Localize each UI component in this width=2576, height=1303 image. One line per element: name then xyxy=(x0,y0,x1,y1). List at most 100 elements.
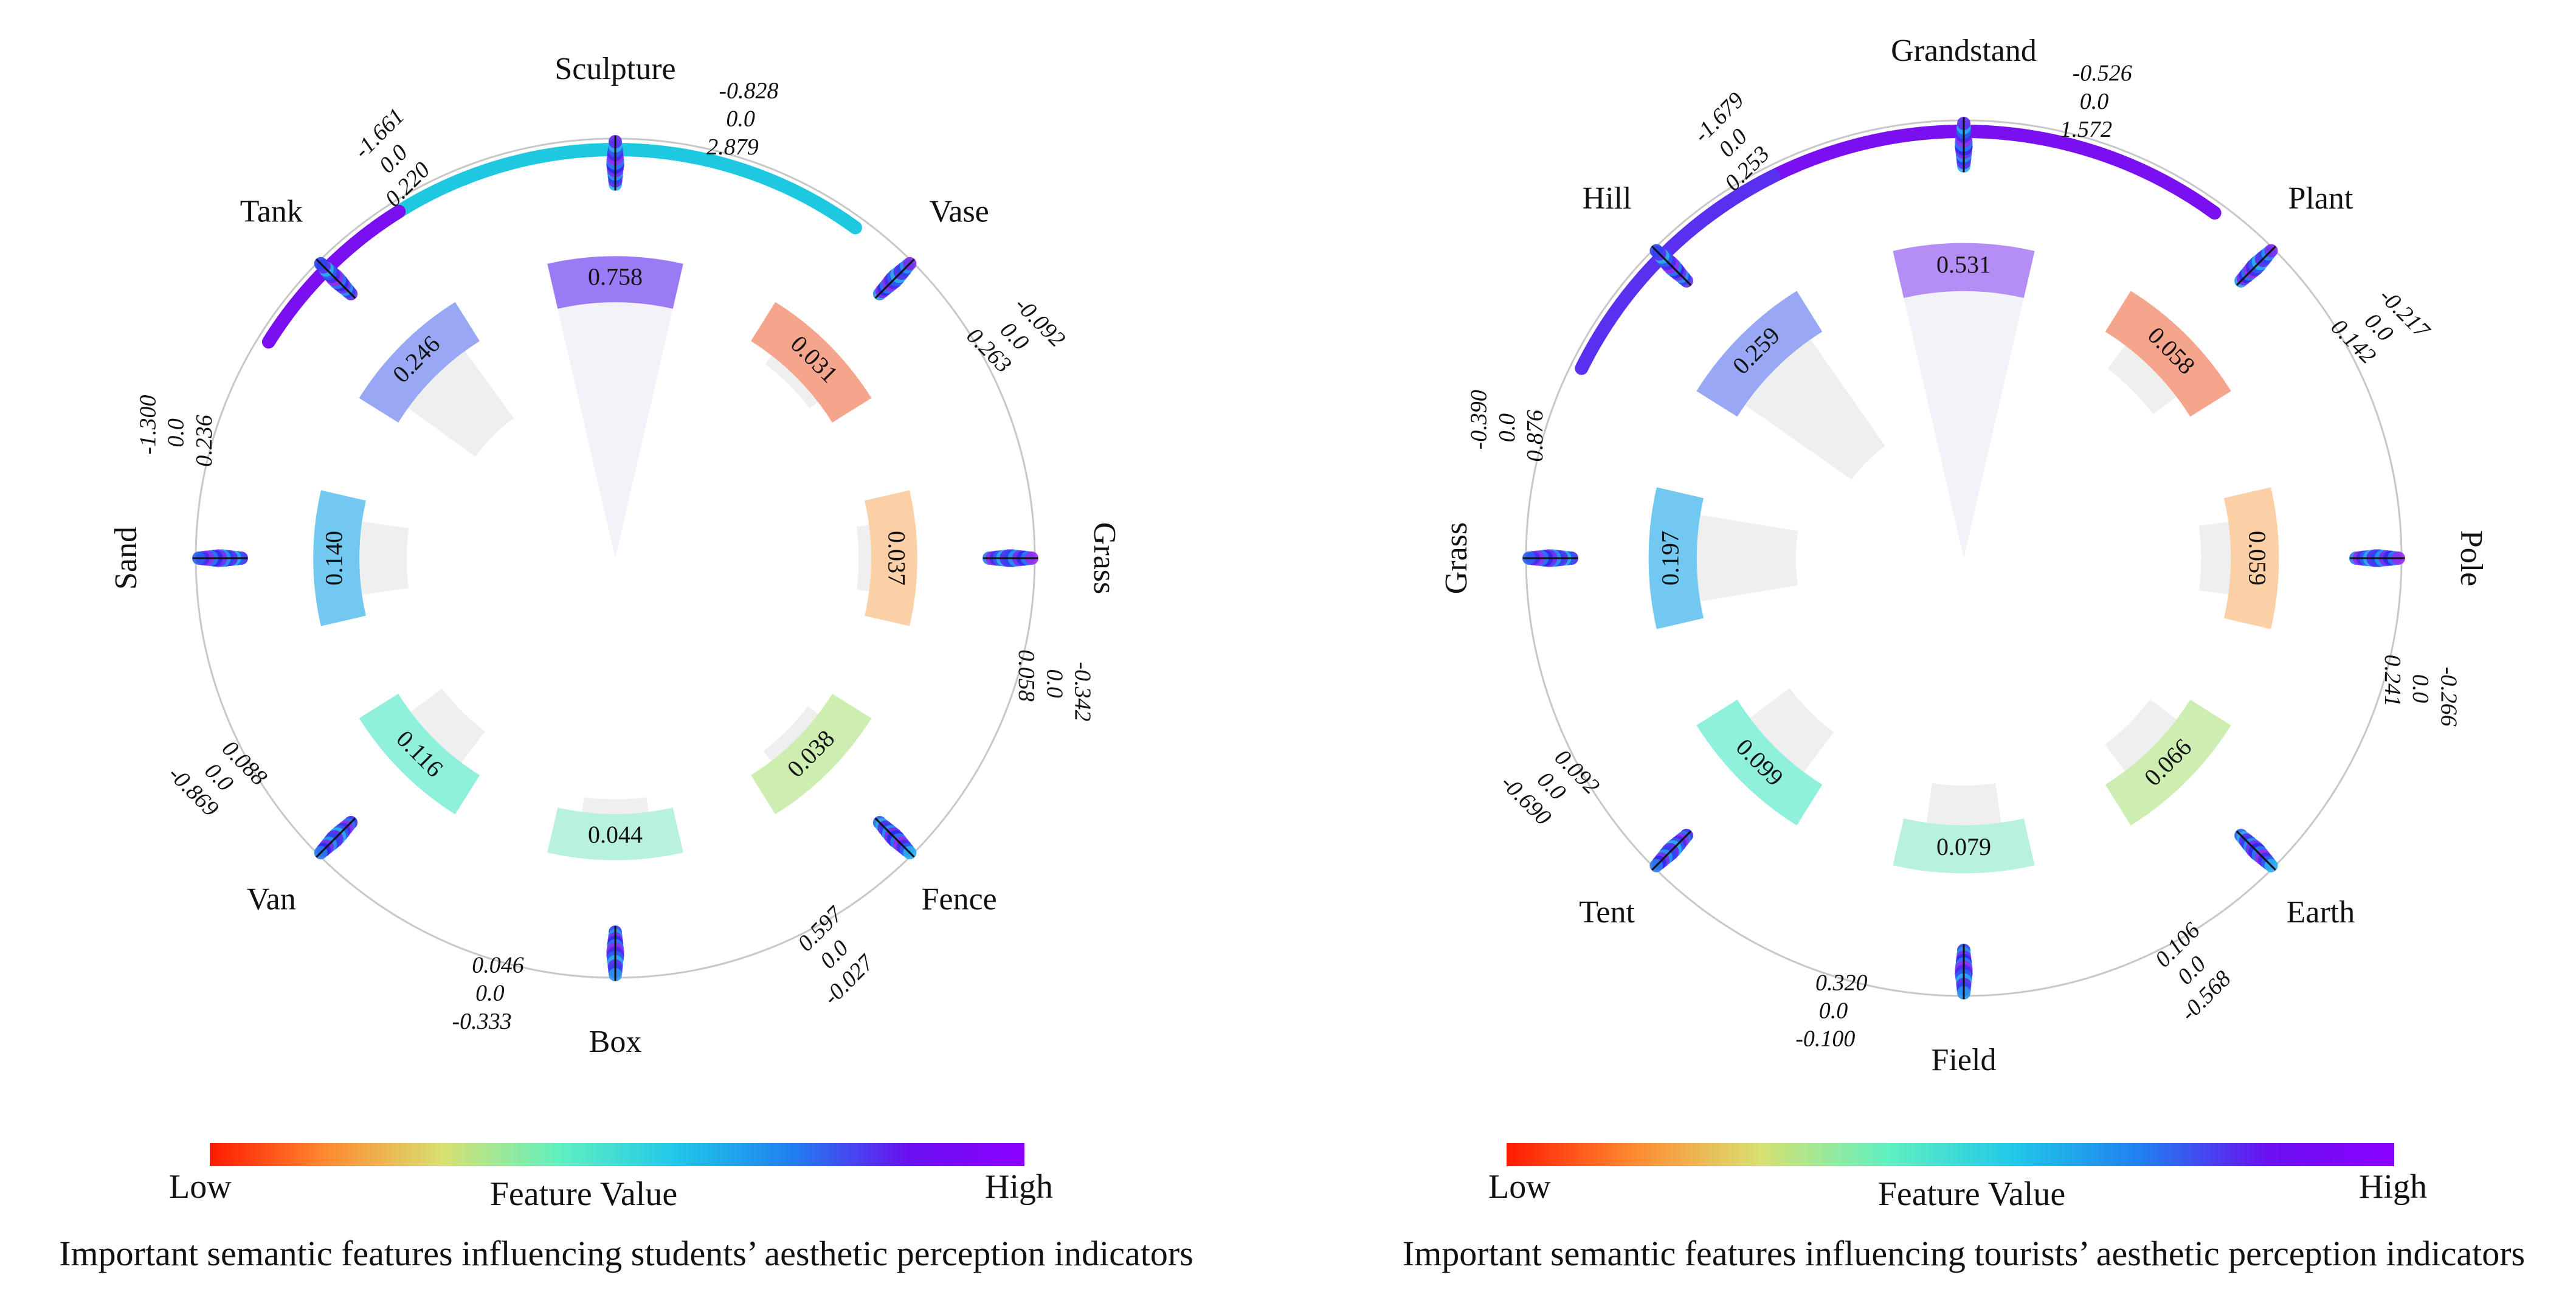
importance-bar-left-vase xyxy=(751,302,872,423)
importance-fan-right-grass xyxy=(1696,514,1798,602)
feature-name-left-vase: Vase xyxy=(930,194,989,229)
shap-min-label-right-grass: -0.390 xyxy=(1466,390,1492,449)
feature-name-left-sand: Sand xyxy=(109,527,143,590)
colorbar-title-right: Feature Value xyxy=(1877,1175,2066,1213)
importance-label-right-pole: 0.059 xyxy=(2244,531,2271,586)
shap-axis-right-hill xyxy=(1651,246,1692,286)
shap-max-label-left-grass: 0.058 xyxy=(1013,649,1039,702)
importance-label-right-grass: 0.197 xyxy=(1656,531,1683,586)
importance-bar-right-pole xyxy=(2223,487,2279,629)
importance-bar-left-tank xyxy=(359,302,480,423)
feature-name-right-earth: Earth xyxy=(2287,895,2355,930)
shap-max-label-right-field: 0.320 xyxy=(1815,970,1868,995)
importance-bar-right-plant xyxy=(2105,291,2231,417)
importance-fan-right-tent xyxy=(1750,688,1834,772)
shap-max-label-right-pole: 0.241 xyxy=(2380,654,2405,707)
importance-bar-right-earth xyxy=(2105,699,2231,826)
shap-zero-label-left-sand: 0.0 xyxy=(164,418,189,448)
importance-label-left-box: 0.044 xyxy=(588,821,643,848)
shap-max-label-left-sculpture: 2.879 xyxy=(706,134,759,160)
importance-bar-left-sand xyxy=(313,490,366,626)
colorbar-low-label-right: Low xyxy=(1488,1168,1551,1206)
importance-label-left-sculpture: 0.758 xyxy=(588,263,643,290)
importance-fan-left-sand xyxy=(359,521,409,595)
importance-bar-right-tent xyxy=(1696,699,1823,826)
importance-fan-left-tank xyxy=(408,351,514,457)
colorbar-low-label-left: Low xyxy=(169,1168,232,1206)
feature-name-right-pole: Pole xyxy=(2454,530,2488,586)
feature-name-left-fence: Fence xyxy=(922,882,997,917)
colorbar-high-label-right: High xyxy=(2359,1168,2427,1206)
importance-fan-right-earth xyxy=(2105,699,2177,772)
feature-name-right-grass: Grass xyxy=(1439,522,1474,594)
colorbar-left xyxy=(210,1143,1024,1166)
shap-zero-label-left-box: 0.0 xyxy=(475,981,505,1006)
caption-left: Important semantic features influencing … xyxy=(59,1234,1193,1273)
shap-zero-label-right-grass: 0.0 xyxy=(1494,413,1520,443)
importance-bar-right-hill xyxy=(1696,291,1823,417)
feature-name-left-box: Box xyxy=(589,1025,642,1059)
shap-axis-left-fence xyxy=(874,817,915,858)
colorbar-right xyxy=(1507,1143,2394,1166)
shap-axis-left-vase xyxy=(874,258,915,299)
shap-min-label-right-field: -0.100 xyxy=(1795,1026,1855,1052)
feature-name-right-hill: Hill xyxy=(1583,181,1632,216)
shap-max-label-right-grass: 0.876 xyxy=(1522,410,1548,462)
shap-zero-label-left-grass: 0.0 xyxy=(1041,669,1067,698)
shap-max-label-right-grandstand: 1.572 xyxy=(2060,117,2112,142)
shap-zero-label-right-field: 0.0 xyxy=(1819,998,1848,1024)
shap-min-label-left-grass: -0.342 xyxy=(1069,662,1095,721)
feature-name-left-tank: Tank xyxy=(240,194,303,229)
shap-axis-right-plant xyxy=(2236,246,2276,286)
importance-fan-left-sculpture xyxy=(558,302,673,558)
feature-name-right-tent: Tent xyxy=(1579,895,1635,930)
feature-name-right-grandstand: Grandstand xyxy=(1891,33,2037,68)
importance-bar-right-grandstand xyxy=(1893,243,2035,299)
importance-bar-left-van xyxy=(359,694,480,815)
importance-fan-left-fence xyxy=(763,706,818,761)
importance-label-right-grandstand: 0.531 xyxy=(1936,251,1991,278)
shap-min-label-right-pole: -0.266 xyxy=(2436,667,2461,727)
feature-name-left-sculpture: Sculpture xyxy=(554,52,675,86)
importance-bar-left-sculpture xyxy=(547,256,683,309)
importance-bar-left-box xyxy=(547,807,683,860)
shap-zero-label-right-grandstand: 0.0 xyxy=(2080,89,2109,114)
importance-bar-left-grass xyxy=(865,490,917,626)
importance-fan-right-field xyxy=(1926,783,2001,826)
importance-bar-right-grass xyxy=(1648,487,1704,629)
shap-axis-right-tent xyxy=(1651,830,1692,871)
importance-bar-right-field xyxy=(1893,818,2035,874)
shap-axis-right-earth xyxy=(2236,830,2276,871)
importance-fan-left-grass xyxy=(856,525,871,592)
importance-fan-right-pole xyxy=(2198,522,2231,595)
importance-fan-left-van xyxy=(410,688,485,763)
importance-label-left-grass: 0.037 xyxy=(883,531,911,586)
shap-axis-left-van xyxy=(316,817,356,858)
shap-max-label-left-sand: 0.236 xyxy=(192,415,217,467)
shap-min-label-left-box: -0.333 xyxy=(452,1009,512,1034)
importance-bar-left-fence xyxy=(751,694,872,815)
feature-name-right-plant: Plant xyxy=(2288,181,2353,216)
importance-fan-right-plant xyxy=(2107,345,2177,415)
importance-label-left-sand: 0.140 xyxy=(320,531,347,586)
shap-min-label-right-grandstand: -0.526 xyxy=(2073,61,2132,86)
colorbar-high-label-left: High xyxy=(985,1168,1053,1206)
feature-name-left-van: Van xyxy=(247,882,296,917)
feature-name-right-field: Field xyxy=(1932,1043,1997,1077)
shap-min-label-left-sand: -1.300 xyxy=(136,395,161,455)
shap-axis-left-tank xyxy=(316,258,356,299)
importance-fan-right-grandstand xyxy=(1904,291,2024,558)
importance-fan-right-hill xyxy=(1745,339,1885,480)
shap-zero-label-left-sculpture: 0.0 xyxy=(726,106,755,132)
importance-fan-left-vase xyxy=(765,355,818,409)
importance-fan-left-box xyxy=(582,797,649,814)
shap-zero-label-right-pole: 0.0 xyxy=(2408,674,2433,703)
feature-name-left-grass: Grass xyxy=(1087,522,1122,594)
colorbar-title-left: Feature Value xyxy=(489,1175,678,1213)
shap-min-label-left-sculpture: -0.828 xyxy=(719,78,778,104)
caption-right: Important semantic features influencing … xyxy=(1402,1234,2526,1273)
importance-label-right-field: 0.079 xyxy=(1936,833,1991,860)
